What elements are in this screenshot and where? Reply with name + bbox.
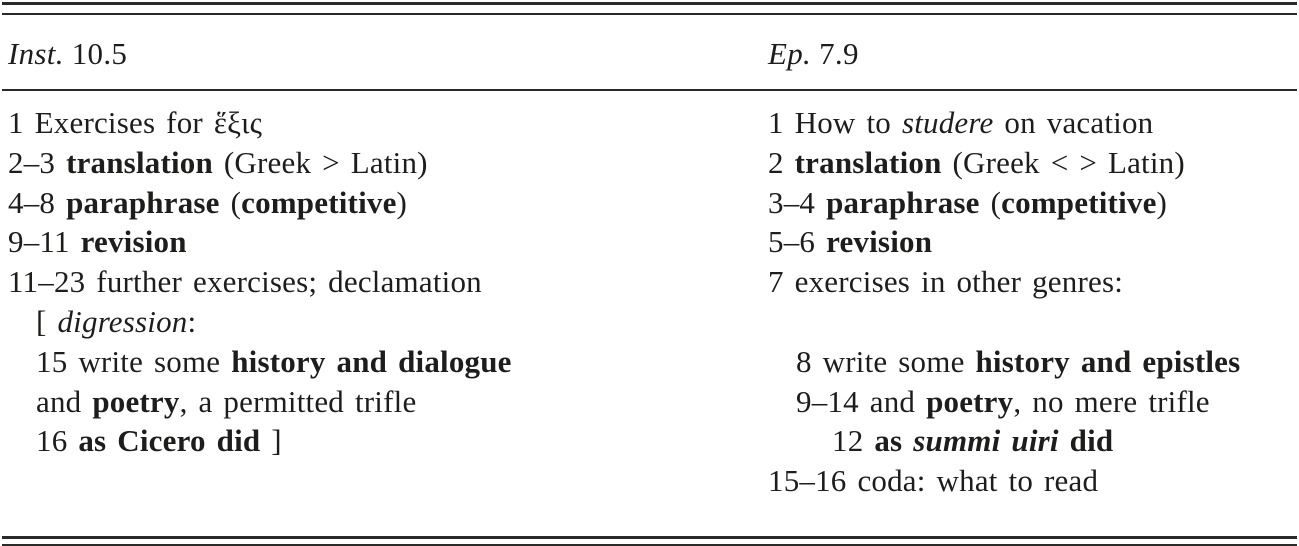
table-line: 15–16 coda: what to read xyxy=(768,461,1297,501)
top-rule-outer xyxy=(2,2,1297,5)
text-segment: did xyxy=(1058,423,1114,459)
text-segment: as Cicero did xyxy=(78,423,261,459)
text-segment: 4–8 xyxy=(8,184,67,220)
text-segment: ( xyxy=(979,184,1002,220)
text-segment: revision xyxy=(826,224,933,260)
text-segment: poetry xyxy=(92,383,180,419)
ep-reference: 7.9 xyxy=(819,36,859,71)
bottom-rule-inner xyxy=(2,544,1297,546)
table-line: 9–14 and poetry, no mere trifle xyxy=(768,382,1297,422)
table-line: 12 as summi uiri did xyxy=(768,421,1297,461)
text-segment: 15 write some xyxy=(36,343,232,379)
text-segment: : xyxy=(187,303,197,339)
table-line: 5–6 revision xyxy=(768,222,1297,262)
text-segment: 2 xyxy=(768,144,795,180)
table-line: 7 exercises in other genres: xyxy=(768,262,1297,302)
text-segment: 2–3 xyxy=(8,144,67,180)
text-segment: paraphrase xyxy=(826,184,980,220)
text-segment: on vacation xyxy=(993,105,1154,140)
text-segment: and xyxy=(36,383,93,419)
text-segment: paraphrase xyxy=(66,184,220,220)
text-segment: ] xyxy=(260,423,282,459)
column-header-ep: Ep.7.9 xyxy=(768,36,859,72)
table-line xyxy=(768,302,1297,342)
text-segment: studere xyxy=(901,105,994,140)
table-line: 1 Exercises for ἕξις xyxy=(8,103,758,143)
text-segment: [ xyxy=(36,303,58,339)
text-segment: digression xyxy=(57,303,188,339)
text-segment: revision xyxy=(80,224,187,260)
bottom-rule-outer xyxy=(2,536,1297,539)
table-line: 3–4 paraphrase (competitive) xyxy=(768,183,1297,223)
table-line: 16 as Cicero did ] xyxy=(8,421,758,461)
inst-abbreviation: Inst. xyxy=(8,36,64,71)
text-segment: (Greek > Latin) xyxy=(212,144,428,180)
top-rule-inner xyxy=(2,13,1297,15)
column-header-inst: Inst.10.5 xyxy=(8,36,127,72)
table-line: and poetry, a permitted trifle xyxy=(8,382,758,422)
table-line: 2 translation (Greek < > Latin) xyxy=(768,143,1297,183)
text-segment: 5–6 xyxy=(768,224,827,260)
header-divider-rule xyxy=(2,89,1297,91)
table-line: 9–11 revision xyxy=(8,222,758,262)
text-segment: competitive xyxy=(241,184,397,220)
table-line: 11–23 further exercises; declamation xyxy=(8,262,758,302)
text-segment: 11–23 further exercises; declamation xyxy=(8,264,482,300)
text-segment: , no mere trifle xyxy=(1013,383,1210,419)
text-segment: 1 Exercises for ἕξις xyxy=(8,105,263,140)
table-line: 4–8 paraphrase (competitive) xyxy=(8,183,758,223)
text-segment: (Greek < > Latin) xyxy=(941,144,1185,180)
text-segment: as xyxy=(874,423,914,459)
inst-reference: 10.5 xyxy=(71,36,128,71)
text-segment: 1 How to xyxy=(768,105,902,140)
text-segment: history and dialogue xyxy=(231,343,512,379)
ep-abbreviation: Ep. xyxy=(768,36,812,71)
table-line: 1 How to studere on vacation xyxy=(768,103,1297,143)
text-segment: translation xyxy=(66,144,213,180)
table-line: 8 write some history and epistles xyxy=(768,342,1297,382)
text-segment: 15–16 coda: what to read xyxy=(768,463,1099,499)
text-segment: competitive xyxy=(1001,184,1157,220)
text-segment: ) xyxy=(1156,184,1168,220)
text-segment: 3–4 xyxy=(768,184,827,220)
table-line: 15 write some history and dialogue xyxy=(8,342,758,382)
text-segment: , a permitted trifle xyxy=(179,383,417,419)
text-segment: ( xyxy=(219,184,242,220)
text-segment: 8 write some xyxy=(796,343,976,379)
text-segment: history and epistles xyxy=(975,343,1241,379)
text-segment: poetry xyxy=(926,383,1014,419)
text-segment: ) xyxy=(396,184,408,220)
text-segment: 12 xyxy=(832,423,875,459)
text-segment: translation xyxy=(794,144,942,180)
text-segment: 7 exercises in other genres: xyxy=(768,264,1124,300)
text-segment: summi uiri xyxy=(913,423,1059,459)
text-segment: 9–14 and xyxy=(796,383,927,419)
text-segment: 9–11 xyxy=(8,224,81,260)
table-line: [ digression: xyxy=(8,302,758,342)
table-line: 2–3 translation (Greek > Latin) xyxy=(8,143,758,183)
text-segment: 16 xyxy=(36,423,79,459)
